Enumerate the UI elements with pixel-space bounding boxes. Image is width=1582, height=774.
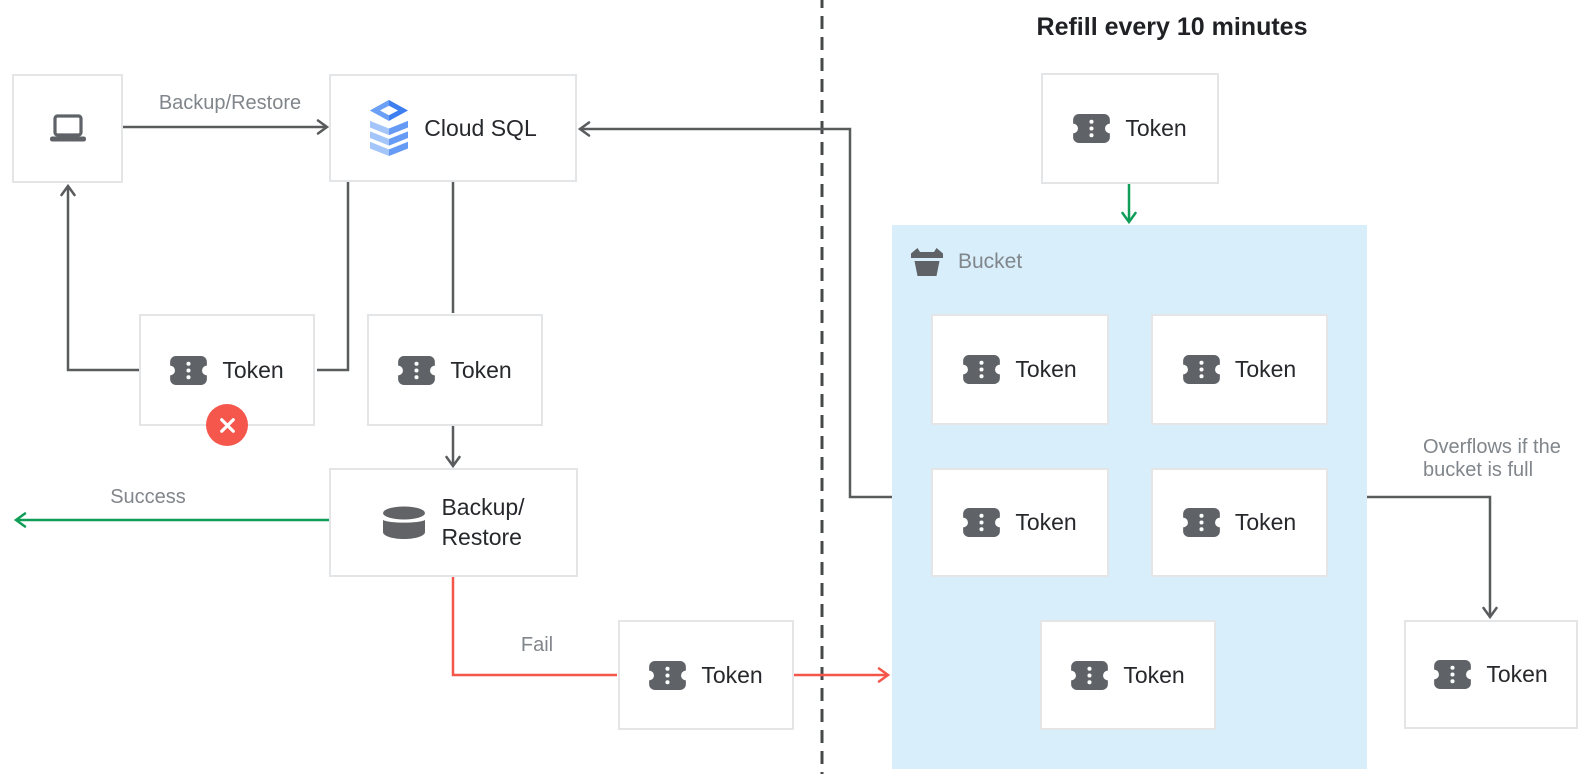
token-label: Token xyxy=(1123,661,1185,688)
token-label: Token xyxy=(1486,661,1548,687)
error-x-icon xyxy=(217,415,238,436)
token-label: Token xyxy=(1015,356,1077,382)
token-node-fail: Token xyxy=(618,620,794,730)
bucket-token-2: Token xyxy=(1151,314,1328,425)
token-label: Token xyxy=(450,356,512,383)
bucket-token-4: Token xyxy=(1151,468,1328,577)
token-icon xyxy=(1073,114,1110,143)
token-icon xyxy=(1183,355,1220,384)
token-label: Token xyxy=(1125,115,1187,141)
token-icon xyxy=(170,356,207,385)
cloud-sql-icon xyxy=(369,100,409,157)
cloud-sql-label: Cloud SQL xyxy=(424,114,537,141)
line-fail-to-token xyxy=(451,577,617,677)
bucket-token-5: Token xyxy=(1040,620,1216,730)
backup-restore-label: Backup/ Restore xyxy=(441,493,525,550)
token-label: Token xyxy=(222,356,284,383)
edge-label-success: Success xyxy=(110,486,186,508)
token-node-refill: Token xyxy=(1041,73,1219,184)
arrow-bucket-to-cloudsql xyxy=(577,121,892,499)
token-icon xyxy=(1183,508,1220,537)
bucket-token-3: Token xyxy=(931,468,1109,577)
token-icon xyxy=(963,355,1000,384)
cloud-sql-node: Cloud SQL xyxy=(329,74,577,182)
bucket-label: Bucket xyxy=(958,250,1023,273)
token-icon xyxy=(1434,660,1471,689)
arrow-token-to-client xyxy=(60,183,139,372)
bucket-label-row: Bucket xyxy=(910,247,1022,277)
arrow-overflow xyxy=(1367,495,1498,620)
client-node xyxy=(12,74,123,183)
token-icon xyxy=(1071,661,1108,690)
database-icon xyxy=(382,506,426,540)
token-icon xyxy=(398,356,435,385)
token-node-request: Token xyxy=(367,314,543,426)
laptop-icon xyxy=(49,114,87,144)
token-icon xyxy=(963,508,1000,537)
diagram-title: Refill every 10 minutes xyxy=(1036,13,1308,41)
edge-label-fail: Fail xyxy=(520,634,554,656)
token-label: Token xyxy=(1015,509,1077,535)
line-cloudsql-to-blocked-token xyxy=(317,182,350,372)
token-label: Token xyxy=(1234,509,1297,535)
bucket-token-1: Token xyxy=(931,314,1109,425)
bucket-icon xyxy=(910,247,944,277)
edge-label-backup-restore: Backup/Restore xyxy=(158,92,302,114)
backup-restore-node: Backup/ Restore xyxy=(329,468,578,577)
overflow-note: Overflows if the bucket is full xyxy=(1423,436,1561,481)
token-node-overflow: Token xyxy=(1404,620,1578,729)
token-label: Token xyxy=(701,661,763,688)
token-label: Token xyxy=(1234,356,1297,382)
error-badge xyxy=(206,404,248,446)
token-icon xyxy=(649,661,686,690)
